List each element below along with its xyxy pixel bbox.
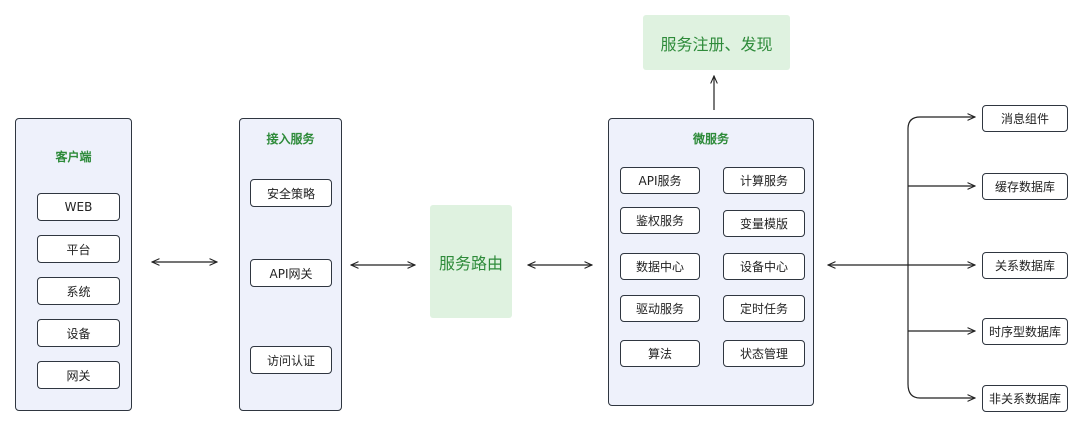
driver-service-box[interactable]: 驱动服务: [620, 295, 700, 322]
variable-template-box[interactable]: 变量模版: [723, 210, 805, 237]
message-component-box[interactable]: 消息组件: [982, 105, 1068, 132]
client-panel: 客户端 WEB 平台 系统 设备 网关: [15, 118, 132, 411]
client-item-device[interactable]: 设备: [37, 319, 120, 347]
microservice-panel: 微服务 API服务 鉴权服务 数据中心 驱动服务 算法 计算服务 变量模版 设备…: [608, 118, 814, 406]
device-center-box[interactable]: 设备中心: [723, 253, 805, 280]
service-routing-box[interactable]: 服务路由: [430, 205, 512, 318]
security-strategy-box[interactable]: 安全策略: [250, 179, 332, 207]
client-item-system[interactable]: 系统: [37, 277, 120, 305]
storage-bus: [907, 116, 921, 399]
nosql-db-box[interactable]: 非关系数据库: [982, 385, 1068, 412]
authz-service-box[interactable]: 鉴权服务: [620, 207, 700, 234]
access-auth-box[interactable]: 访问认证: [250, 346, 332, 374]
client-item-web[interactable]: WEB: [37, 193, 120, 221]
client-item-gateway[interactable]: 网关: [37, 361, 120, 389]
timeseries-db-box[interactable]: 时序型数据库: [982, 318, 1068, 345]
service-registry-box[interactable]: 服务注册、发现: [643, 15, 790, 70]
state-management-box[interactable]: 状态管理: [723, 340, 805, 367]
api-gateway-box[interactable]: API网关: [250, 259, 332, 287]
scheduled-task-box[interactable]: 定时任务: [723, 295, 805, 322]
api-service-box[interactable]: API服务: [620, 167, 700, 194]
data-center-box[interactable]: 数据中心: [620, 253, 700, 280]
client-title: 客户端: [55, 150, 92, 164]
client-item-platform[interactable]: 平台: [37, 235, 120, 263]
access-title: 接入服务: [266, 132, 315, 146]
compute-service-box[interactable]: 计算服务: [723, 167, 805, 194]
cache-db-box[interactable]: 缓存数据库: [982, 173, 1068, 200]
access-panel: 接入服务 安全策略 API网关 访问认证: [239, 118, 342, 411]
microservice-title: 微服务: [692, 132, 729, 146]
algorithm-box[interactable]: 算法: [620, 340, 700, 367]
relational-db-box[interactable]: 关系数据库: [982, 252, 1068, 279]
